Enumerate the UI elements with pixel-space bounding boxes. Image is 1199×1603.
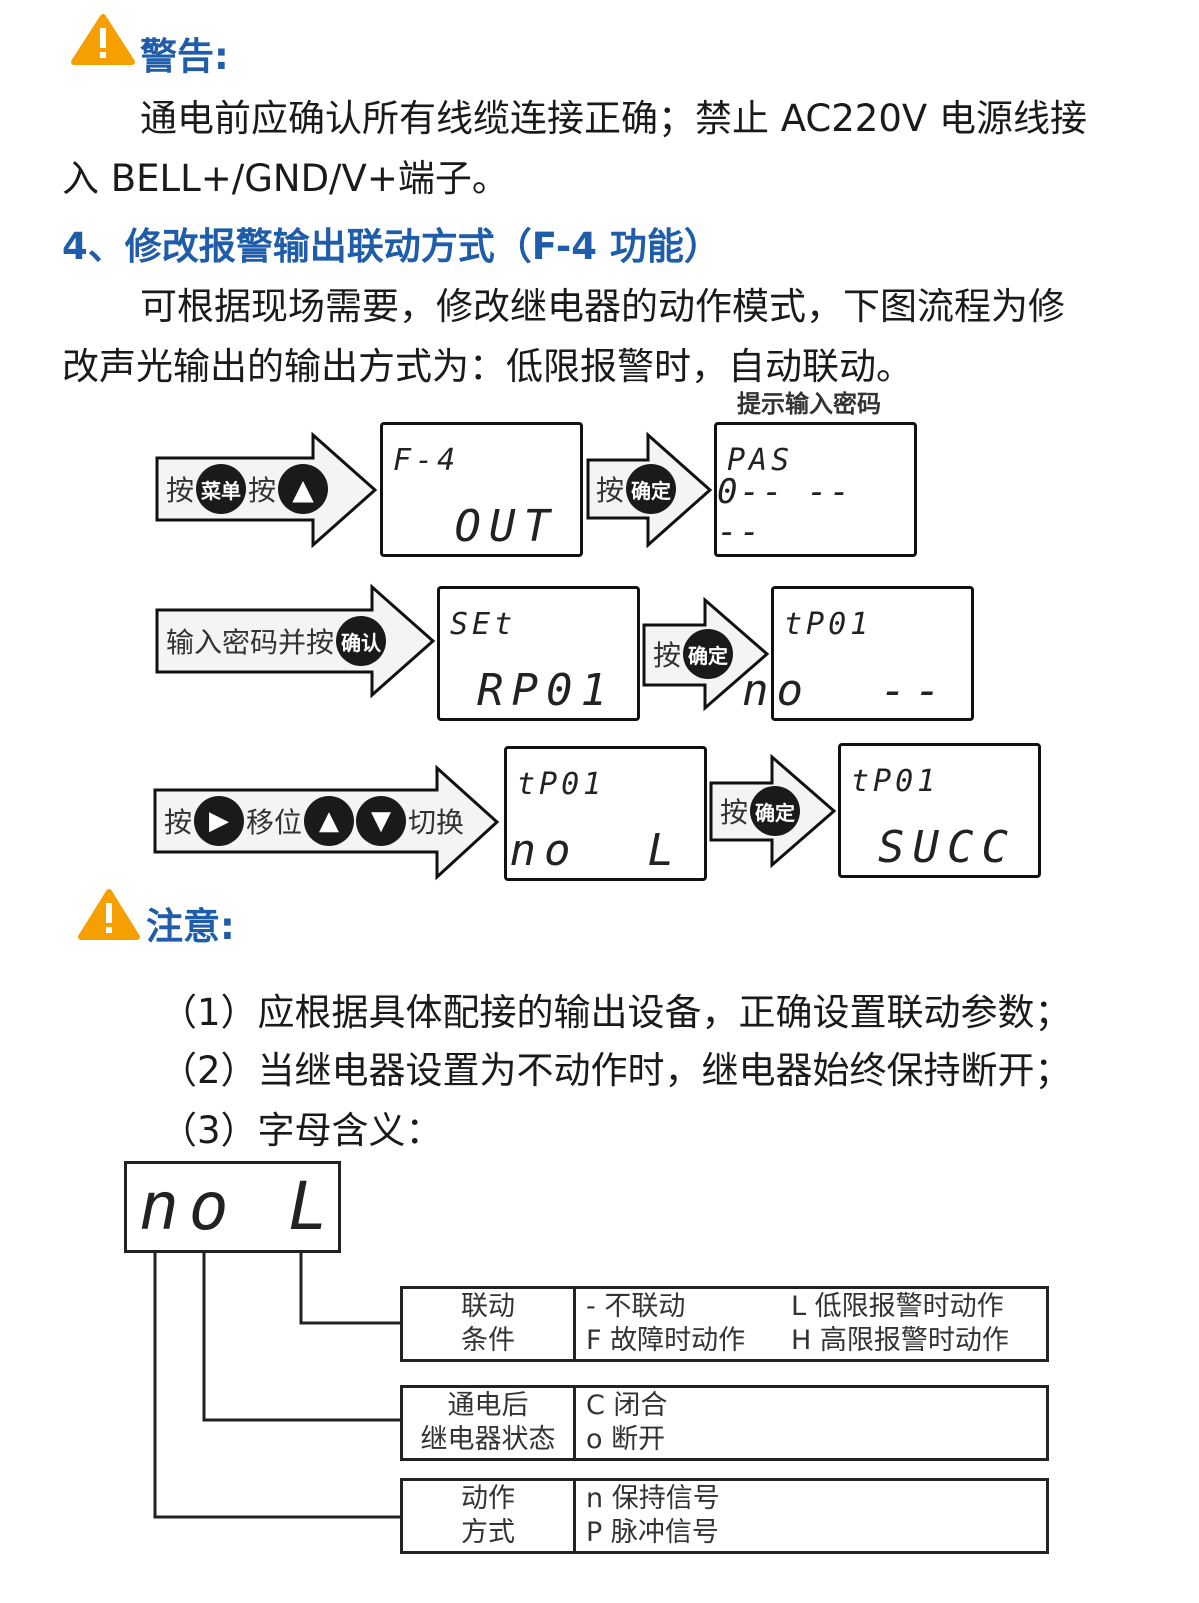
note-item: （2）当继电器设置为不动作时，继电器始终保持断开； <box>160 1049 1072 1092</box>
step-5: 按 ▶ 移位 ▲ ▼ 切换 <box>164 796 464 846</box>
step-2: 按确定 <box>596 464 677 514</box>
step-text: 按 <box>166 474 195 507</box>
warning-text: 通电前应确认所有线缆连接正确；禁止 AC220V 电源线接 <box>140 97 1087 140</box>
section-heading: 4、修改报警输出联动方式（F-4 功能） <box>62 225 721 268</box>
down-arrow-icon: ▼ <box>356 796 407 846</box>
warning-title: 警告: <box>140 35 229 78</box>
note-item: （1）应根据具体配接的输出设备，正确设置联动参数； <box>160 991 1072 1034</box>
step-text: 按 <box>248 474 277 507</box>
warning-text: 入 BELL+/GND/V+端子。 <box>62 157 509 200</box>
confirm-button: 确定 <box>683 629 734 679</box>
paragraph: 可根据现场需要，修改继电器的动作模式，下图流程为修 <box>140 285 1065 328</box>
confirm-button: 确定 <box>626 464 677 514</box>
step-4: 按确定 <box>653 629 734 679</box>
paragraph: 改声光输出的输出方式为：低限报警时，自动联动。 <box>62 345 913 388</box>
legend-display: no L <box>124 1161 341 1253</box>
flow-arrow <box>155 583 436 699</box>
hint-label: 提示输入密码 <box>737 390 881 418</box>
menu-button: 菜单 <box>196 464 247 514</box>
connector-line <box>153 1252 400 1519</box>
up-arrow-icon: ▲ <box>304 796 355 846</box>
notes-title: 注意: <box>146 905 235 948</box>
up-arrow-icon: ▲ <box>278 464 329 514</box>
connector-line <box>299 1252 400 1325</box>
warning-icon <box>78 889 140 940</box>
confirm-button: 确定 <box>750 786 801 836</box>
step-1: 按 菜单 按 ▲ <box>166 464 329 514</box>
right-arrow-icon: ▶ <box>194 796 245 846</box>
connector-line <box>202 1252 400 1422</box>
warning-icon <box>71 14 135 65</box>
step-6: 按确定 <box>720 786 801 836</box>
confirm-button: 确认 <box>336 616 387 666</box>
note-item: （3）字母含义： <box>160 1109 443 1152</box>
step-3: 输入密码并按确认 <box>166 616 387 666</box>
flow-arrow <box>155 431 378 549</box>
